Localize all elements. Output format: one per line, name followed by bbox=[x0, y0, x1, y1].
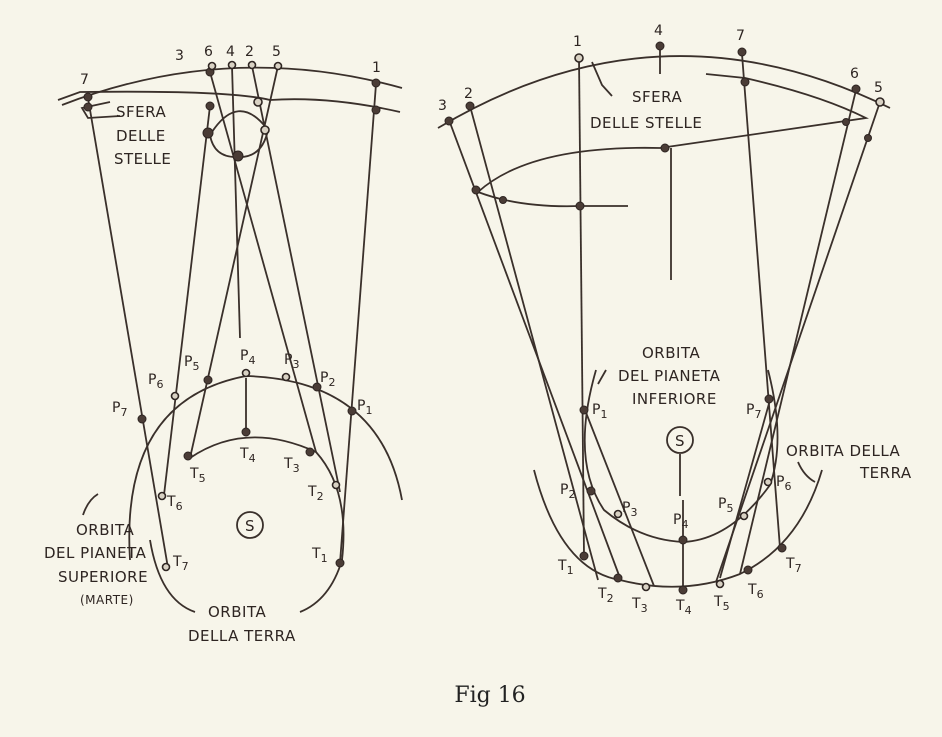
right-planet-orbit-arrow bbox=[597, 369, 607, 385]
svg-text:P5: P5 bbox=[718, 496, 733, 515]
right-star-num: 4 bbox=[654, 23, 663, 39]
svg-text:T4: T4 bbox=[675, 598, 692, 617]
right-earth-orbit bbox=[533, 469, 823, 588]
right-star-num: 6 bbox=[850, 66, 859, 82]
left-sphere-label-line: SFERA bbox=[116, 103, 166, 121]
svg-text:T7: T7 bbox=[172, 554, 189, 573]
left-star-num: 5 bbox=[272, 44, 281, 60]
right-star-sphere-arc bbox=[437, 55, 891, 129]
right-sphere-label-line: SFERA bbox=[632, 88, 682, 106]
left-planet-dots bbox=[137, 368, 357, 424]
left-star-numbers: 7 3 6 4 2 5 1 bbox=[80, 44, 381, 88]
left-sun-label: S bbox=[245, 517, 255, 535]
right-earth-orbit-label: ORBITA DELLA bbox=[786, 442, 901, 460]
svg-text:T6: T6 bbox=[166, 494, 183, 513]
left-star-num: 7 bbox=[80, 72, 89, 88]
svg-text:P7: P7 bbox=[112, 400, 127, 419]
left-star-num: 3 bbox=[175, 48, 184, 64]
svg-text:T5: T5 bbox=[189, 466, 206, 485]
left-sun-circle bbox=[236, 511, 264, 539]
svg-text:P3: P3 bbox=[284, 352, 299, 371]
svg-text:P2: P2 bbox=[560, 482, 575, 501]
left-sphere-pointer bbox=[80, 101, 121, 119]
left-planet-orbit-label: DEL PIANETA bbox=[44, 544, 147, 562]
right-star-num: 2 bbox=[464, 86, 473, 102]
right-star-num: 1 bbox=[573, 34, 582, 50]
right-earth-dots bbox=[579, 543, 787, 595]
left-star-num: 1 bbox=[372, 60, 381, 76]
left-earth-labels: T1 T2 T3 T4 T5 T6 T7 bbox=[166, 446, 328, 573]
left-sphere-label-line: DELLE bbox=[116, 127, 166, 145]
svg-text:T6: T6 bbox=[747, 582, 764, 601]
left-star-dots bbox=[83, 60, 381, 162]
right-planet-dots bbox=[579, 394, 774, 545]
right-sun-label: S bbox=[675, 432, 685, 450]
left-earth-dots bbox=[157, 427, 345, 572]
svg-text:T7: T7 bbox=[785, 556, 802, 575]
svg-text:P1: P1 bbox=[592, 402, 607, 421]
right-star-numbers: 3 2 1 4 7 6 5 bbox=[438, 23, 883, 114]
right-earth-labels: T1 T2 T3 T4 T5 T6 T7 bbox=[557, 556, 802, 617]
svg-text:P3: P3 bbox=[622, 500, 637, 519]
left-panel: S 7 3 6 4 2 5 1 SFERA DELLE STELLE P1 P2… bbox=[44, 44, 403, 645]
svg-text:T2: T2 bbox=[597, 586, 614, 605]
left-star-num: 6 bbox=[204, 44, 213, 60]
right-star-dots bbox=[444, 41, 885, 211]
svg-text:P4: P4 bbox=[673, 512, 688, 531]
svg-text:T1: T1 bbox=[311, 546, 328, 565]
left-planet-orbit-arrow bbox=[82, 493, 99, 516]
svg-text:P6: P6 bbox=[148, 372, 163, 391]
right-earth-orbit-label: TERRA bbox=[859, 464, 912, 482]
right-sight-lines bbox=[448, 50, 881, 590]
right-panel: S 3 2 1 4 7 6 5 SFERA DELLE STELLE ORBIT… bbox=[437, 23, 912, 617]
right-earth-orbit-arrow bbox=[797, 461, 816, 483]
svg-text:T1: T1 bbox=[557, 558, 574, 577]
svg-text:P7: P7 bbox=[746, 402, 761, 421]
right-star-num: 5 bbox=[874, 80, 883, 96]
svg-text:T2: T2 bbox=[307, 484, 324, 503]
left-earth-orbit-label: ORBITA bbox=[208, 603, 266, 621]
left-retrograde-loop bbox=[209, 110, 269, 158]
right-planet-labels: P1 P2 P3 P4 P5 P6 P7 bbox=[560, 402, 791, 531]
svg-text:T3: T3 bbox=[631, 596, 648, 615]
right-planet-orbit-label: DEL PIANETA bbox=[618, 367, 721, 385]
right-star-num: 7 bbox=[736, 28, 745, 44]
svg-text:T3: T3 bbox=[283, 456, 300, 475]
left-star-num: 2 bbox=[245, 44, 254, 60]
left-planet-orbit-label: (MARTE) bbox=[80, 593, 134, 607]
svg-text:P4: P4 bbox=[240, 348, 255, 367]
right-planet-orbit-label: INFERIORE bbox=[632, 390, 717, 408]
svg-text:T4: T4 bbox=[239, 446, 256, 465]
left-star-num: 4 bbox=[226, 44, 235, 60]
svg-text:P2: P2 bbox=[320, 370, 335, 389]
svg-text:P1: P1 bbox=[357, 398, 372, 417]
left-planet-labels: P1 P2 P3 P4 P5 P6 P7 bbox=[112, 348, 372, 419]
right-star-num: 3 bbox=[438, 98, 447, 114]
left-planet-orbit-label: ORBITA bbox=[76, 521, 134, 539]
left-sight-lines bbox=[87, 65, 377, 569]
right-sphere-label-line: DELLE STELLE bbox=[590, 114, 702, 132]
left-earth-orbit-label: DELLA TERRA bbox=[188, 627, 296, 645]
right-planet-orbit-label: ORBITA bbox=[642, 344, 700, 362]
svg-text:P5: P5 bbox=[184, 354, 199, 373]
left-apparent-path bbox=[57, 90, 401, 113]
right-sun-circle bbox=[666, 426, 694, 454]
left-planet-orbit-label: SUPERIORE bbox=[58, 568, 148, 586]
svg-text:T5: T5 bbox=[713, 594, 730, 613]
right-sphere-pointer bbox=[591, 61, 613, 97]
left-sphere-label-line: STELLE bbox=[114, 150, 171, 168]
svg-text:P6: P6 bbox=[776, 474, 791, 493]
figure-caption: Fig 16 bbox=[454, 683, 525, 708]
